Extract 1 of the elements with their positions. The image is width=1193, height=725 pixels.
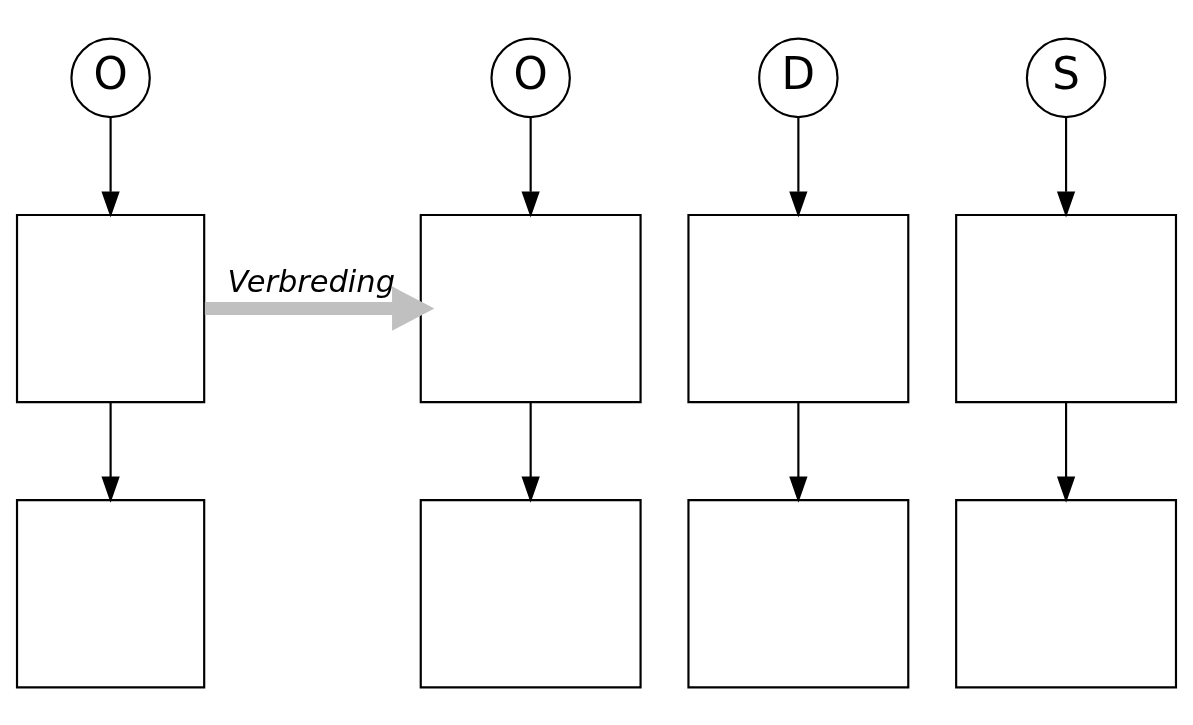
edge-label: Verbreding	[227, 263, 395, 299]
